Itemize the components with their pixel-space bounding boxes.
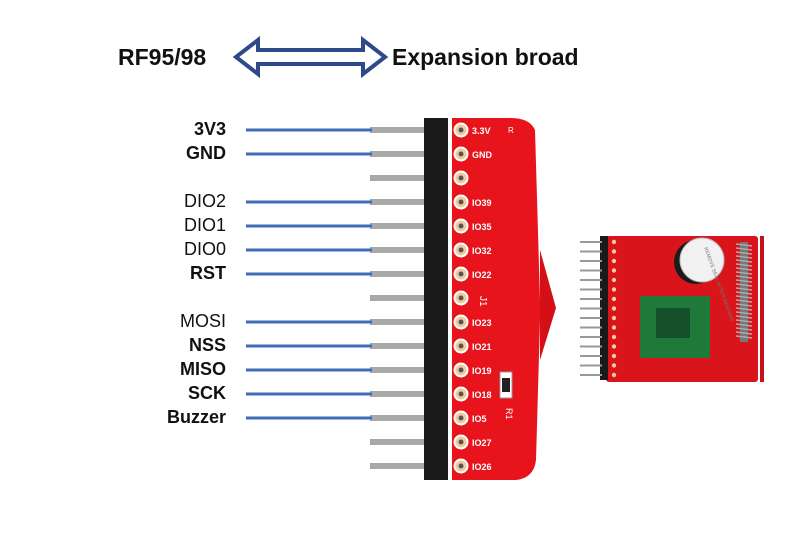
header-pin — [370, 199, 426, 205]
silkscreen-label: GND — [472, 150, 493, 160]
header-pin — [370, 463, 426, 469]
pin-label: DIO0 — [116, 239, 226, 259]
pad-hole — [459, 344, 464, 349]
pin-label: DIO2 — [116, 191, 226, 211]
corner-mark: R — [508, 126, 514, 135]
pin-label: DIO1 — [116, 215, 226, 235]
silkscreen-label: IO32 — [472, 246, 492, 256]
pin-label: RST — [116, 263, 226, 283]
pad-hole — [459, 392, 464, 397]
header-ref-text: J1 — [477, 296, 488, 307]
silkscreen-label: IO23 — [472, 318, 492, 328]
pad-hole — [459, 272, 464, 277]
pad-hole — [459, 176, 464, 181]
silkscreen-label: IO19 — [472, 366, 492, 376]
header-pin — [370, 343, 426, 349]
silkscreen-label: IO22 — [472, 270, 492, 280]
pad-hole — [459, 368, 464, 373]
pad-hole — [459, 416, 464, 421]
header-pin — [370, 391, 426, 397]
header-pin — [370, 271, 426, 277]
header-pin — [370, 175, 426, 181]
header-pin — [370, 295, 426, 301]
header-pin — [370, 319, 426, 325]
silkscreen-label: IO39 — [472, 198, 492, 208]
double-arrow-icon — [236, 40, 385, 74]
header-pins — [370, 127, 426, 469]
pin-leader-lines — [246, 130, 372, 418]
svg-text:R1: R1 — [504, 408, 514, 420]
pin-header — [424, 118, 448, 480]
pin-label: SCK — [116, 383, 226, 403]
silkscreen-label: 3.3V — [472, 126, 491, 136]
pad-hole — [459, 128, 464, 133]
header-pin — [370, 247, 426, 253]
header-pin — [370, 223, 426, 229]
pad-hole — [459, 200, 464, 205]
pin-label: Buzzer — [116, 407, 226, 427]
pad-hole — [459, 152, 464, 157]
header-pin — [370, 127, 426, 133]
header-pin — [370, 151, 426, 157]
pin-label: MOSI — [116, 311, 226, 331]
small-board: REMOVE SEAL AFTER WASHING — [580, 236, 764, 382]
silkscreen-label: IO18 — [472, 390, 492, 400]
pin-label: NSS — [116, 335, 226, 355]
silkscreen-label: IO35 — [472, 222, 492, 232]
header-pin — [370, 367, 426, 373]
silkscreen-label: IO5 — [472, 414, 487, 424]
header-pin — [370, 415, 426, 421]
pin-label: GND — [116, 143, 226, 163]
pad-hole — [459, 464, 464, 469]
pad-hole — [459, 248, 464, 253]
silkscreen-label: IO21 — [472, 342, 492, 352]
header-pin — [370, 439, 426, 445]
pad-hole — [459, 440, 464, 445]
pin-label: 3V3 — [116, 119, 226, 139]
silkscreen-label: IO27 — [472, 438, 492, 448]
pad-hole — [459, 224, 464, 229]
pin-label: MISO — [116, 359, 226, 379]
pad-hole — [459, 320, 464, 325]
silkscreen-label: IO26 — [472, 462, 492, 472]
pad-hole — [459, 296, 464, 301]
